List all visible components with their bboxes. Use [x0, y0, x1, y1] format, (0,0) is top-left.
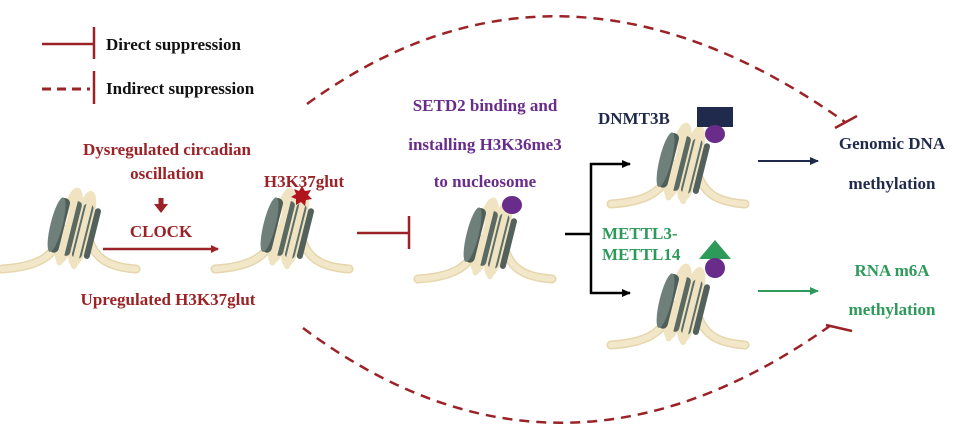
nucleosome-mettl	[611, 265, 745, 345]
setd2-label-line2: installing H3K36me3	[408, 135, 562, 154]
genomic-dna-label: Genomic DNA	[838, 134, 946, 153]
indirect-suppression-arc-bottom	[302, 321, 835, 424]
clock-label: CLOCK	[129, 222, 193, 241]
upregulated-h3k37glut-label: Upregulated H3K37glut	[80, 290, 256, 309]
h3k37glut-star-icon	[291, 186, 312, 206]
mettl-triangle-icon	[699, 240, 731, 259]
legend	[42, 27, 96, 104]
legend-indirect-label: Indirect suppression	[106, 79, 255, 98]
arc-bottom-bar	[825, 323, 853, 333]
rna-methylation-label: methylation	[848, 300, 936, 319]
setd2-label-line3: to nucleosome	[433, 172, 537, 191]
legend-direct-label: Direct suppression	[106, 35, 241, 54]
setd2-label-line1: SETD2 binding and	[412, 96, 558, 115]
trigger-label-line1: Dysregulated circadian	[83, 140, 251, 159]
nucleosome-dnmt3b	[611, 124, 745, 204]
dnmt3b-dot-icon	[705, 125, 725, 143]
mettl14-label: METTL14	[602, 245, 681, 264]
rna-m6a-label: RNA m6A	[854, 261, 930, 280]
h3k37glut-label: H3K37glut	[263, 172, 345, 191]
clock-down-arrow-head	[154, 204, 168, 213]
arc-top-bar	[834, 114, 858, 130]
nucleosome-h3k37glut	[215, 189, 349, 269]
h3k36me3-dot-icon	[502, 196, 522, 214]
nucleosome-setd2	[418, 199, 552, 279]
indirect-suppression-arc-top	[306, 15, 846, 124]
dna-methylation-label: methylation	[848, 174, 936, 193]
mettl-dot-icon	[705, 258, 725, 278]
trigger-label-line2: oscillation	[130, 164, 204, 183]
dnmt3b-block-icon	[697, 107, 733, 127]
dnmt3b-label: DNMT3B	[598, 109, 670, 128]
mettl3-label: METTL3-	[602, 224, 678, 243]
